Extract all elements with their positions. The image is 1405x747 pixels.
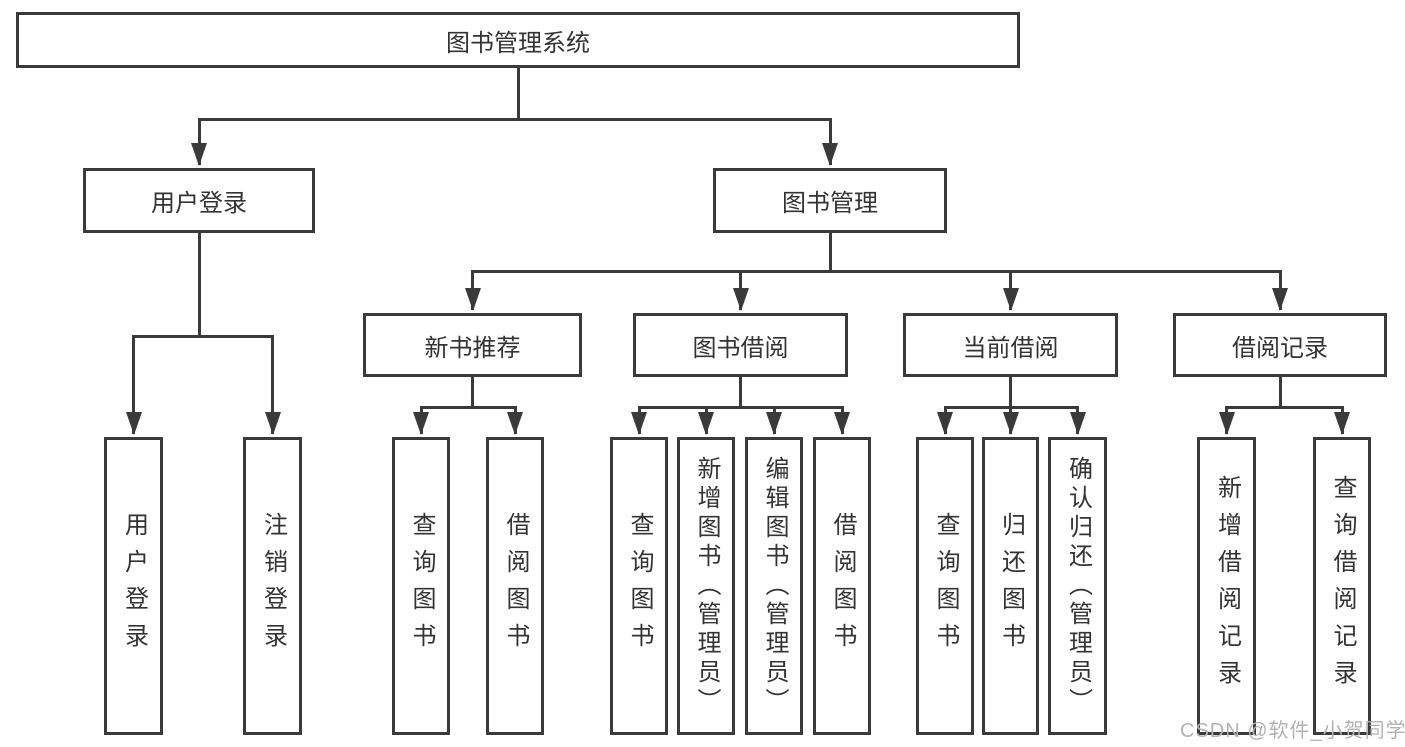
connector-line bbox=[419, 405, 517, 409]
connector-line bbox=[828, 232, 832, 271]
leaf-query-books-2-box: 查询图书 bbox=[610, 437, 668, 735]
connector-arrowhead-icon bbox=[264, 412, 281, 435]
connector-line bbox=[1278, 376, 1282, 407]
root-box-label: 图书管理系统 bbox=[446, 29, 590, 57]
leaf-borrow-books-2-box-label: 借阅图书 bbox=[829, 512, 856, 660]
connector-arrowhead-icon bbox=[413, 412, 429, 435]
leaf-query-books-3-box-label: 查询图书 bbox=[932, 512, 959, 660]
connector-arrowhead-icon bbox=[125, 412, 142, 435]
connector-arrowhead-icon bbox=[1002, 412, 1019, 435]
connector-arrowhead-icon bbox=[937, 412, 953, 435]
connector-line bbox=[132, 334, 274, 338]
connector-arrowhead-icon bbox=[1069, 412, 1086, 435]
connector-line bbox=[471, 269, 1282, 273]
new-book-recommend-box: 新书推荐 bbox=[363, 313, 582, 377]
book-management-box-label: 图书管理 bbox=[782, 190, 878, 217]
leaf-query-books-1-box-label: 查询图书 bbox=[408, 512, 435, 660]
leaf-add-record-box-label: 新增借阅记录 bbox=[1213, 475, 1241, 697]
leaf-query-record-box: 查询借阅记录 bbox=[1313, 437, 1371, 735]
connector-line bbox=[637, 405, 844, 409]
connector-line bbox=[1009, 376, 1012, 407]
root-box: 图书管理系统 bbox=[16, 12, 1020, 68]
leaf-query-record-box-label: 查询借阅记录 bbox=[1329, 475, 1356, 697]
connector-arrowhead-icon bbox=[507, 412, 523, 435]
connector-arrowhead-icon bbox=[1218, 412, 1235, 435]
connector-arrowhead-icon bbox=[698, 412, 714, 435]
connector-line bbox=[197, 232, 201, 336]
leaf-confirm-return-box: 确认归还（管理员） bbox=[1048, 437, 1107, 735]
borrow-record-box: 借阅记录 bbox=[1173, 313, 1387, 377]
connector-line bbox=[132, 336, 135, 434]
connector-line bbox=[197, 117, 832, 121]
leaf-confirm-return-box-label: 确认归还（管理员） bbox=[1064, 455, 1092, 717]
connector-arrowhead-icon bbox=[191, 143, 207, 166]
book-borrow-box: 图书借阅 bbox=[633, 313, 848, 377]
book-management-box: 图书管理 bbox=[713, 168, 947, 233]
connector-line bbox=[471, 376, 474, 407]
user-login-box: 用户登录 bbox=[83, 168, 315, 233]
connector-line bbox=[197, 119, 201, 165]
leaf-edit-books-admin-box: 编辑图书（管理员） bbox=[745, 437, 803, 735]
leaf-add-books-admin-box: 新增图书（管理员） bbox=[677, 437, 735, 735]
connector-arrowhead-icon bbox=[1334, 412, 1350, 435]
leaf-add-books-admin-box-label: 新增图书（管理员） bbox=[693, 455, 720, 717]
connector-arrowhead-icon bbox=[631, 412, 647, 435]
leaf-logout-box: 注销登录 bbox=[243, 437, 302, 735]
new-book-recommend-box-label: 新书推荐 bbox=[424, 334, 521, 362]
connector-arrowhead-icon bbox=[766, 412, 782, 435]
user-login-box-label: 用户登录 bbox=[151, 190, 247, 217]
current-borrow-box-label: 当前借阅 bbox=[962, 334, 1059, 362]
connector-arrowhead-icon bbox=[834, 412, 850, 435]
connector-line bbox=[271, 336, 274, 434]
connector-arrowhead-icon bbox=[1002, 288, 1019, 311]
leaf-return-books-box: 归还图书 bbox=[982, 437, 1039, 735]
leaf-edit-books-admin-box-label: 编辑图书（管理员） bbox=[761, 455, 788, 717]
leaf-query-books-3-box: 查询图书 bbox=[916, 437, 974, 735]
leaf-logout-box-label: 注销登录 bbox=[259, 512, 287, 660]
leaf-return-books-box-label: 归还图书 bbox=[997, 512, 1025, 660]
current-borrow-box: 当前借阅 bbox=[903, 313, 1118, 377]
connector-arrowhead-icon bbox=[822, 143, 838, 166]
book-borrow-box-label: 图书借阅 bbox=[692, 334, 789, 362]
connector-line bbox=[828, 119, 832, 165]
csdn-watermark: CSDN @软件_小贺同学 bbox=[1180, 720, 1405, 742]
connector-line bbox=[739, 376, 742, 407]
leaf-add-record-box: 新增借阅记录 bbox=[1197, 437, 1256, 735]
connector-arrowhead-icon bbox=[1272, 288, 1288, 311]
leaf-borrow-books-1-box-label: 借阅图书 bbox=[502, 512, 529, 660]
connector-line bbox=[516, 67, 520, 119]
leaf-borrow-books-1-box: 借阅图书 bbox=[486, 437, 544, 735]
connector-line bbox=[1225, 405, 1344, 409]
borrow-record-box-label: 借阅记录 bbox=[1232, 334, 1328, 362]
leaf-query-books-1-box: 查询图书 bbox=[392, 437, 450, 735]
leaf-borrow-books-2-box: 借阅图书 bbox=[813, 437, 871, 735]
connector-arrowhead-icon bbox=[732, 288, 749, 311]
connector-arrowhead-icon bbox=[464, 288, 481, 311]
leaf-user-login-box: 用户登录 bbox=[104, 437, 163, 735]
leaf-user-login-box-label: 用户登录 bbox=[120, 512, 148, 660]
leaf-query-books-2-box-label: 查询图书 bbox=[626, 512, 653, 660]
